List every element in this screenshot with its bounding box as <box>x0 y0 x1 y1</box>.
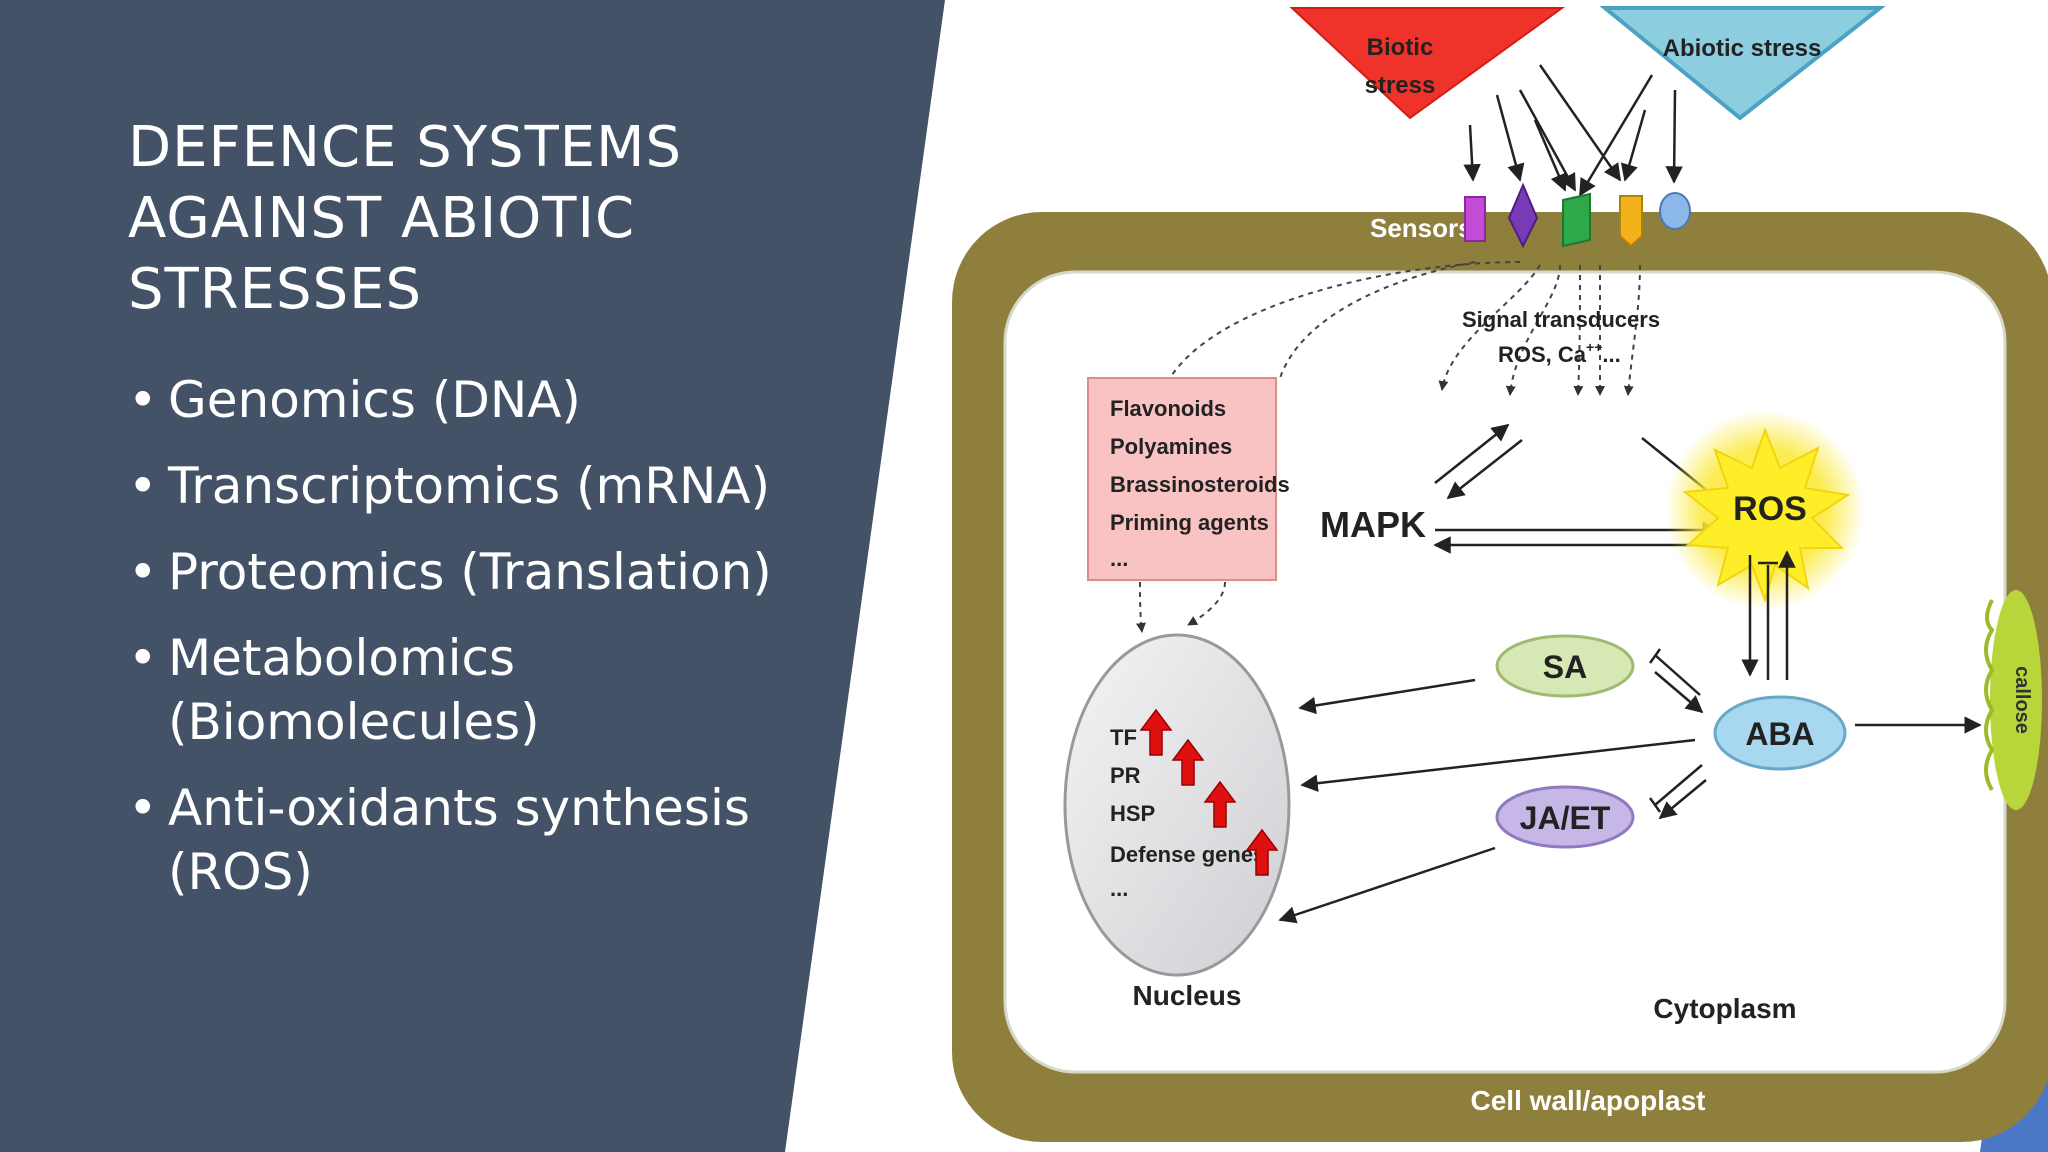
nucleus-item-defense-genes: Defense genes <box>1110 842 1265 867</box>
box-item-brassinosteroids: Brassinosteroids <box>1110 472 1290 497</box>
sensors-label: Sensors <box>1370 213 1473 243</box>
abiotic-stress-triangle: Abiotic stress <box>1599 5 1886 121</box>
box-item-polyamines: Polyamines <box>1110 434 1232 459</box>
ros-burst: ROS <box>1665 410 1865 610</box>
bullet-metabolomics: Metabolomics (Biomolecules) <box>128 626 828 754</box>
nucleus-item-hsp: HSP <box>1110 801 1155 826</box>
box-item-flavonoids: Flavonoids <box>1110 396 1226 421</box>
cell-wall-label: Cell wall/apoplast <box>1471 1085 1706 1116</box>
abiotic-stress-label: Abiotic stress <box>1663 35 1822 62</box>
upregulation-arrow-icon <box>1139 708 1279 876</box>
bullet-proteomics: Proteomics (Translation) <box>128 540 828 604</box>
slide-title: DEFENCE SYSTEMS AGAINST ABIOTIC STRESSES <box>128 115 683 322</box>
biotic-stress-triangle: Biotic stress <box>1289 7 1566 120</box>
ros-label: ROS <box>1733 490 1807 528</box>
sensor-yellow <box>1619 195 1643 248</box>
sensor-magenta <box>1464 196 1486 242</box>
box-item-more: ... <box>1110 546 1128 571</box>
bullet-list: Genomics (DNA) Transcriptomics (mRNA) Pr… <box>128 368 828 926</box>
mapk-label: MAPK <box>1320 504 1426 545</box>
nucleus-item-tf: TF <box>1110 725 1137 750</box>
nucleus-item-pr: PR <box>1110 763 1141 788</box>
sa-node: SA <box>1495 634 1635 698</box>
nucleus-item-more: ... <box>1110 876 1128 901</box>
sensor-purple-diamond <box>1507 182 1539 249</box>
sensor-green <box>1562 192 1591 248</box>
sensor-blue-round <box>1659 192 1691 230</box>
hormone-to-nucleus-arrows <box>1278 678 1982 924</box>
cytoplasm-label: Cytoplasm <box>1653 993 1796 1024</box>
transducer-mapk-arrows <box>1434 423 1523 500</box>
signal-transducers-label: Signal transducers <box>1462 307 1660 332</box>
callose-deposit: callose <box>1984 590 2042 810</box>
box-item-priming-agents: Priming agents <box>1110 510 1269 535</box>
aba-node: ABA <box>1713 695 1847 771</box>
sensor-dashed-paths <box>1135 261 1641 633</box>
nucleus-label: Nucleus <box>1133 980 1242 1011</box>
priming-compounds-box: Flavonoids Polyamines Brassinosteroids P… <box>1087 377 1290 581</box>
bullet-transcriptomics: Transcriptomics (mRNA) <box>128 454 828 518</box>
ros-aba-arrows <box>1741 550 1796 680</box>
bullet-antioxidants: Anti-oxidants synthesis (ROS) <box>128 776 828 904</box>
hormone-crosstalk-lines <box>1648 648 1707 820</box>
signal-ions-label: ROS, Ca++... <box>1498 339 1621 367</box>
biotic-stress-label-line1: Biotic <box>1367 34 1434 61</box>
jaet-node: JA/ET <box>1495 785 1635 849</box>
sa-label: SA <box>1543 649 1587 685</box>
jaet-label: JA/ET <box>1520 800 1611 836</box>
nucleus: TF PR HSP Defense genes ... <box>1063 633 1291 977</box>
callose-label: callose <box>2011 666 2033 734</box>
aba-label: ABA <box>1745 716 1814 752</box>
biotic-stress-label-line2: stress <box>1365 72 1436 99</box>
bullet-genomics: Genomics (DNA) <box>128 368 828 432</box>
stress-to-sensor-arrows <box>1463 64 1683 197</box>
